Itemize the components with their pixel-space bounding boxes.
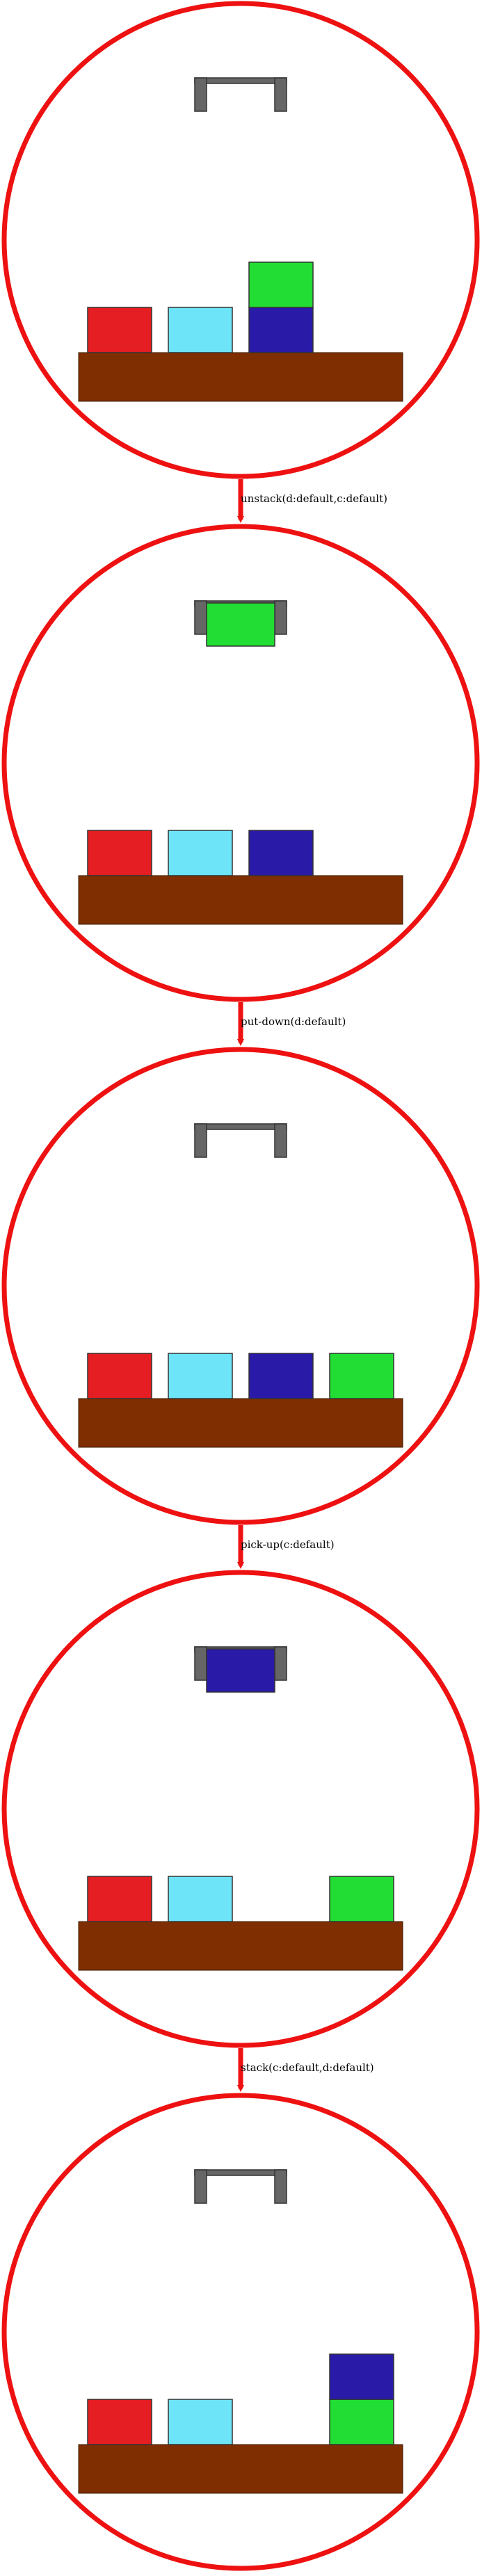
- table: [78, 352, 403, 402]
- gripper-bar: [194, 1123, 287, 1130]
- state-4: [1, 1570, 480, 2048]
- gripper-left-jaw: [194, 2169, 207, 2204]
- gripper-right-jaw: [274, 600, 287, 635]
- gripper-bar: [194, 2169, 287, 2176]
- gripper: [194, 1646, 287, 1693]
- state-3: [1, 1047, 480, 1525]
- gripper: [194, 600, 287, 647]
- block-a: [87, 2399, 152, 2445]
- transition-3: pick-up(c:default): [237, 1525, 335, 1569]
- block-b: [168, 2399, 233, 2445]
- transition-label: put-down(d:default): [241, 1015, 346, 1028]
- block-a: [87, 307, 152, 353]
- gripper-left-jaw: [194, 1123, 207, 1158]
- state-circle: [1, 2093, 480, 2571]
- block-d: [248, 261, 314, 308]
- gripper-right-jaw: [274, 77, 287, 112]
- block-b: [168, 1876, 233, 1922]
- state-2: [1, 524, 480, 1002]
- table: [78, 1398, 403, 1448]
- transition-2: put-down(d:default): [237, 1002, 346, 1046]
- state-1: [1, 1, 480, 479]
- block-c: [248, 830, 314, 876]
- gripper-right-jaw: [274, 2169, 287, 2204]
- block-b: [168, 307, 233, 353]
- held-block-d: [206, 602, 275, 647]
- transition-label: pick-up(c:default): [241, 1538, 335, 1551]
- state-5: [1, 2093, 480, 2571]
- gripper-right-jaw: [274, 1646, 287, 1681]
- transition-label: stack(c:default,d:default): [241, 2061, 374, 2074]
- gripper: [194, 77, 287, 112]
- table: [78, 875, 403, 925]
- gripper: [194, 1123, 287, 1158]
- transition-label: unstack(d:default,c:default): [241, 492, 387, 505]
- gripper-left-jaw: [194, 1646, 207, 1681]
- block-b: [168, 1353, 233, 1399]
- block-a: [87, 830, 152, 876]
- block-c: [329, 2353, 394, 2400]
- table: [78, 1921, 403, 1971]
- block-d: [329, 2399, 394, 2445]
- gripper-bar: [194, 77, 287, 84]
- state-circle: [1, 1570, 480, 2048]
- transition-4: stack(c:default,d:default): [237, 2048, 374, 2092]
- gripper-left-jaw: [194, 600, 207, 635]
- gripper-left-jaw: [194, 77, 207, 112]
- gripper-right-jaw: [274, 1123, 287, 1158]
- table: [78, 2444, 403, 2494]
- block-c: [248, 1353, 314, 1399]
- held-block-c: [206, 1648, 275, 1693]
- block-c: [248, 307, 314, 353]
- block-b: [168, 830, 233, 876]
- transition-1: unstack(d:default,c:default): [237, 479, 387, 523]
- gripper: [194, 2169, 287, 2204]
- block-d: [329, 1353, 394, 1399]
- state-circle: [1, 1047, 480, 1525]
- state-circle: [1, 524, 480, 1002]
- block-a: [87, 1876, 152, 1922]
- block-d: [329, 1876, 394, 1922]
- state-circle: [1, 1, 480, 479]
- block-a: [87, 1353, 152, 1399]
